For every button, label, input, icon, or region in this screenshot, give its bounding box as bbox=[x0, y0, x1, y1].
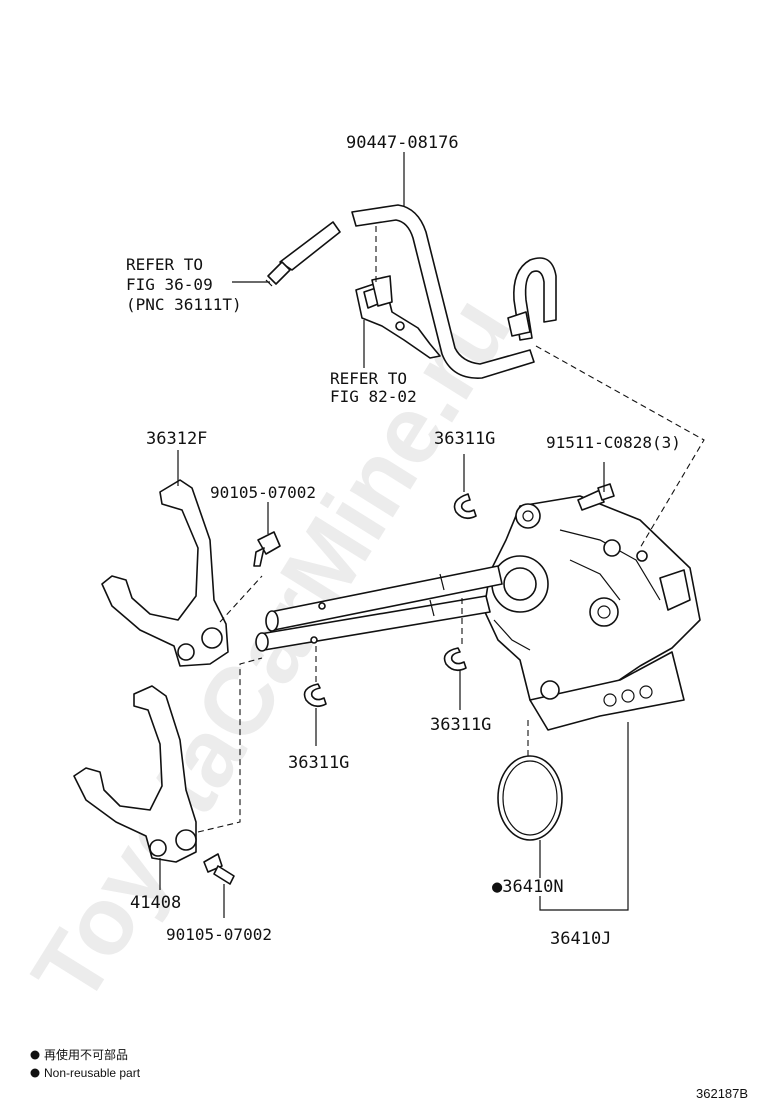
label-bolt-right: 91511-C0828(3) bbox=[546, 433, 681, 452]
breather-hose bbox=[265, 204, 557, 379]
label-refer-36-09-line1: REFER TO bbox=[126, 255, 203, 274]
shift-shafts bbox=[255, 565, 503, 652]
label-bolt-upper: 90105-07002 bbox=[210, 483, 316, 502]
label-fork-lower: 41408 bbox=[130, 893, 181, 913]
label-refer-82-02-line1: REFER TO bbox=[330, 369, 407, 388]
legend-line-2: Non-reusable part bbox=[44, 1066, 141, 1080]
alignment-lines bbox=[197, 226, 705, 833]
label-ring-top: 36311G bbox=[434, 429, 495, 449]
o-ring bbox=[497, 755, 563, 841]
leader-lines bbox=[159, 152, 629, 918]
figure-id: 362187B bbox=[696, 1086, 748, 1101]
bullet-icon bbox=[30, 1068, 40, 1078]
snap-rings bbox=[303, 493, 477, 708]
shift-housing bbox=[483, 495, 701, 731]
label-fork-upper: 36312F bbox=[146, 429, 207, 449]
label-refer-82-02-line2: FIG 82-02 bbox=[330, 387, 417, 406]
bolt-right bbox=[577, 483, 615, 511]
label-ring-right: 36311G bbox=[430, 715, 491, 735]
bullet-icon bbox=[30, 1050, 40, 1060]
label-o-ring: ●36410N bbox=[492, 877, 564, 897]
bolt-lower bbox=[203, 853, 235, 885]
hose-bracket bbox=[355, 275, 441, 359]
label-ring-left: 36311G bbox=[288, 753, 349, 773]
legend-line-1: 再使用不可部品 bbox=[44, 1047, 128, 1062]
shift-fork-upper bbox=[101, 479, 229, 667]
label-hose-clamp: 90447-08176 bbox=[346, 133, 459, 153]
bolt-upper bbox=[253, 531, 281, 567]
label-bolt-lower: 90105-07002 bbox=[166, 925, 272, 944]
label-assembly: 36410J bbox=[550, 929, 611, 949]
label-refer-36-09-line2: FIG 36-09 bbox=[126, 275, 213, 294]
label-refer-36-09-line3: (PNC 36111T) bbox=[126, 295, 242, 314]
legend: 再使用不可部品 Non-reusable part bbox=[30, 1047, 141, 1080]
shift-fork-lower bbox=[73, 685, 197, 863]
